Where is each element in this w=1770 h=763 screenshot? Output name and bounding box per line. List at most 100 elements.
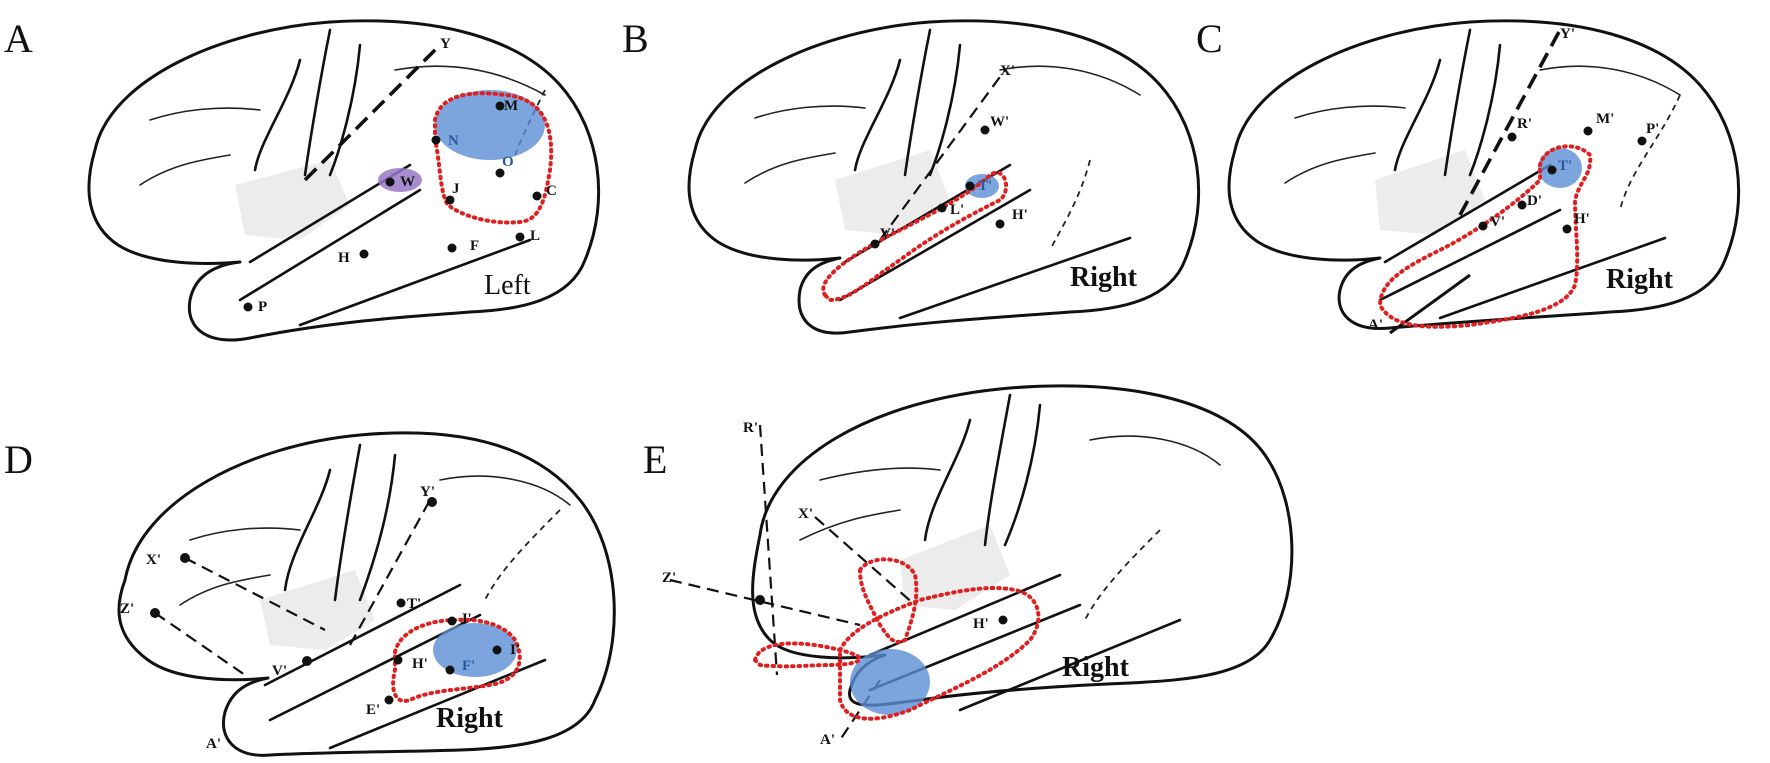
electrode-dot	[1478, 221, 1488, 231]
electrode-dot	[1547, 165, 1557, 175]
electrode-label-z: Z'	[120, 601, 134, 617]
trajectory-y	[1458, 29, 1562, 216]
electrode-label-l: L'	[950, 202, 964, 218]
electrode-label-h: H	[338, 250, 350, 266]
electrode-label-v: V'	[272, 663, 287, 679]
electrode-label-j: J	[452, 181, 460, 197]
electrode-label-w: W'	[990, 114, 1009, 130]
electrode-dot	[359, 249, 369, 259]
electrode-label-p: P	[258, 299, 267, 315]
electrode-label-p: P'	[1646, 121, 1659, 137]
electrode-dot	[385, 177, 395, 187]
electrode-dot	[243, 302, 253, 312]
electrode-dot	[495, 168, 505, 178]
electrode-label-h: H'	[1012, 207, 1028, 223]
electrode-dot	[980, 125, 990, 135]
electrode-dot	[445, 195, 455, 205]
electrode-dot	[1507, 132, 1517, 142]
electrode-dot	[396, 598, 406, 608]
electrode-label-w: W	[400, 174, 415, 190]
resection-zone	[433, 91, 554, 225]
electrode-label-e: E'	[366, 702, 380, 718]
brain-outline	[87, 19, 601, 342]
panel-d-letter: D	[4, 437, 33, 482]
central-sulci	[923, 393, 1042, 547]
hemisphere-label: Right	[436, 703, 504, 734]
electrode-label-r: R'	[1517, 116, 1532, 132]
frontal-sulci	[799, 435, 1221, 541]
panel-e: E R' X' Z' H' A' Right	[643, 384, 1294, 748]
electrode-label-f: F'	[462, 658, 475, 674]
brain-outline	[751, 384, 1294, 707]
parietal-sulcus	[1049, 159, 1091, 251]
seizure-onset-zone	[965, 174, 999, 198]
electrode-label-f: F	[470, 238, 479, 254]
electrode-label-h: H'	[1574, 211, 1590, 227]
electrode-label-d: D'	[1527, 193, 1542, 209]
frontal-sulci	[139, 65, 546, 186]
electrode-dot	[515, 232, 525, 242]
electrode-label-m: M'	[1596, 111, 1614, 127]
hemisphere-label: Left	[484, 270, 531, 301]
hemisphere-label: Right	[1062, 652, 1130, 683]
panel-a-letter: A	[4, 16, 33, 61]
parietal-sulcus	[484, 509, 561, 601]
electrode-trajectories	[669, 424, 916, 741]
electrode-dot	[870, 239, 880, 249]
electrode-label-x: X'	[1000, 63, 1015, 79]
electrode-dot	[445, 665, 455, 675]
electrode-label-t: T'	[407, 596, 421, 612]
insula-shading	[835, 150, 950, 235]
insula-shading	[260, 570, 375, 650]
panel-b: B X' W' T' L' H' V' Right	[622, 16, 1201, 335]
resection-zone-superior	[857, 557, 919, 644]
panel-d: D Y' X' Z' T' J' V' H' I' F' E' A' Right	[4, 431, 616, 757]
electrode-dot	[965, 181, 975, 191]
electrode-dot	[431, 135, 441, 145]
frontal-sulci	[1284, 65, 1681, 184]
electrode-label-h: H'	[412, 656, 428, 672]
electrode-dot	[755, 595, 765, 605]
central-sulci	[1393, 28, 1502, 177]
electrode-dot	[1562, 224, 1572, 234]
electrode-dot	[937, 203, 947, 213]
temporal-sulci	[1378, 163, 1667, 320]
trajectory-x	[879, 69, 1006, 241]
electrode-label-o: O	[502, 154, 514, 170]
insula-shading	[1375, 150, 1485, 235]
electrode-label-a: A'	[206, 736, 221, 752]
seizure-onset-zone	[435, 90, 545, 160]
electrode-label-j: J'	[460, 611, 472, 627]
electrode-label-m: M	[504, 98, 518, 114]
electrode-label-x: X'	[798, 506, 813, 522]
electrode-label-c: C	[546, 183, 557, 199]
central-sulci	[853, 28, 962, 177]
electrode-label-t: T'	[1558, 158, 1572, 174]
resection-zone	[1377, 144, 1593, 329]
electrode-dot	[1517, 200, 1527, 210]
insula-shading	[235, 160, 350, 240]
seizure-onset-zone	[1538, 148, 1582, 188]
electrode-dot	[1637, 136, 1647, 146]
electrode-dot	[427, 497, 437, 507]
central-sulci	[283, 443, 397, 602]
electrode-dot	[302, 656, 312, 666]
electrode-dot	[998, 615, 1008, 625]
brain-outline	[687, 19, 1201, 335]
frontal-sulci	[744, 65, 1141, 184]
parietal-sulcus	[1619, 94, 1681, 211]
electrode-label-y: Y'	[1560, 26, 1575, 42]
electrode-label-l: L	[530, 228, 540, 244]
panel-b-letter: B	[622, 16, 649, 61]
electrode-label-z: Z'	[662, 570, 676, 586]
hemisphere-label: Right	[1070, 262, 1138, 293]
electrode-dot	[150, 608, 160, 618]
seizure-onset-zone	[433, 623, 517, 677]
electrode-dot	[1583, 126, 1593, 136]
electrode-dot	[492, 645, 502, 655]
electrode-label-v: V'	[1490, 214, 1505, 230]
electrode-label-i: I'	[510, 642, 520, 658]
resection-zone	[838, 586, 1041, 721]
trajectory-y	[303, 43, 442, 182]
